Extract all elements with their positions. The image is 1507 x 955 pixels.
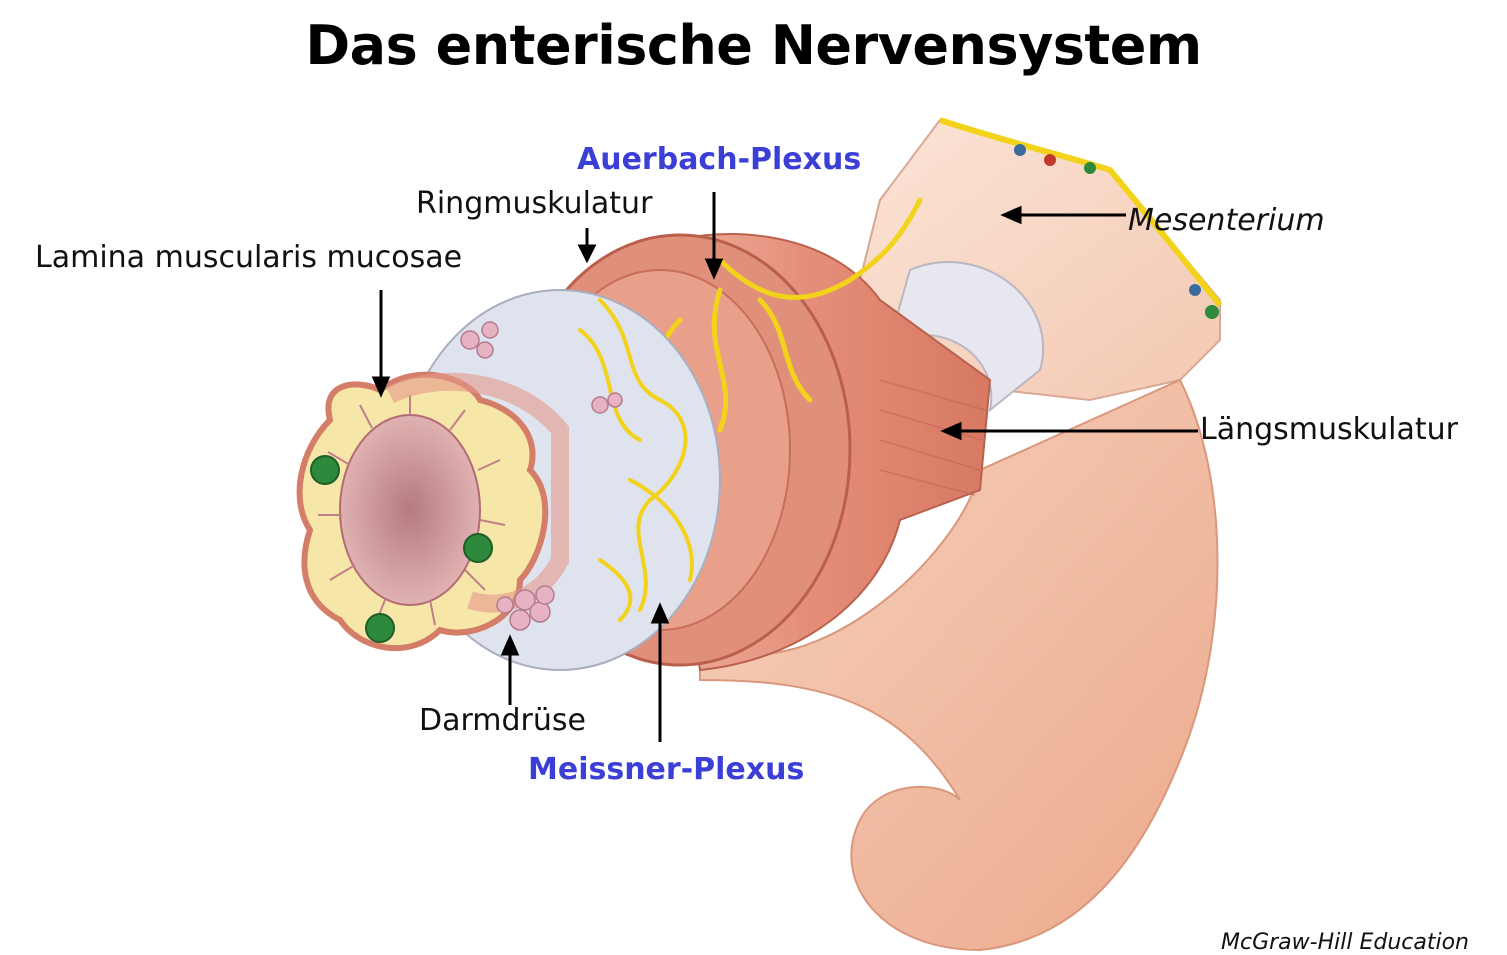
label-arrows bbox=[371, 192, 1198, 742]
label-laengsmuskulatur: Längsmuskulatur bbox=[1200, 412, 1458, 447]
intestinal-glands bbox=[460, 321, 623, 631]
lymph-nodule bbox=[365, 613, 395, 643]
mesentery-fold bbox=[888, 261, 1045, 413]
label-darmdruese: Darmdrüse bbox=[419, 703, 586, 738]
intestine-loop bbox=[699, 378, 1219, 952]
label-auerbach-plexus: Auerbach-Plexus bbox=[577, 142, 862, 177]
publisher-credit: McGraw-Hill Education bbox=[1221, 930, 1469, 955]
label-meissner-plexus: Meissner-Plexus bbox=[528, 752, 805, 787]
lymph-nodule bbox=[310, 455, 340, 485]
label-lamina-muscularis-mucosae: Lamina muscularis mucosae bbox=[35, 240, 463, 275]
label-ringmuskulatur: Ringmuskulatur bbox=[416, 186, 653, 221]
lymph-nodule bbox=[463, 533, 493, 563]
label-mesenterium: Mesenterium bbox=[1128, 203, 1325, 238]
page-title: Das enterische Nervensystem bbox=[305, 14, 1202, 77]
lumen bbox=[339, 414, 481, 606]
meissner-plexus-web bbox=[578, 298, 694, 622]
